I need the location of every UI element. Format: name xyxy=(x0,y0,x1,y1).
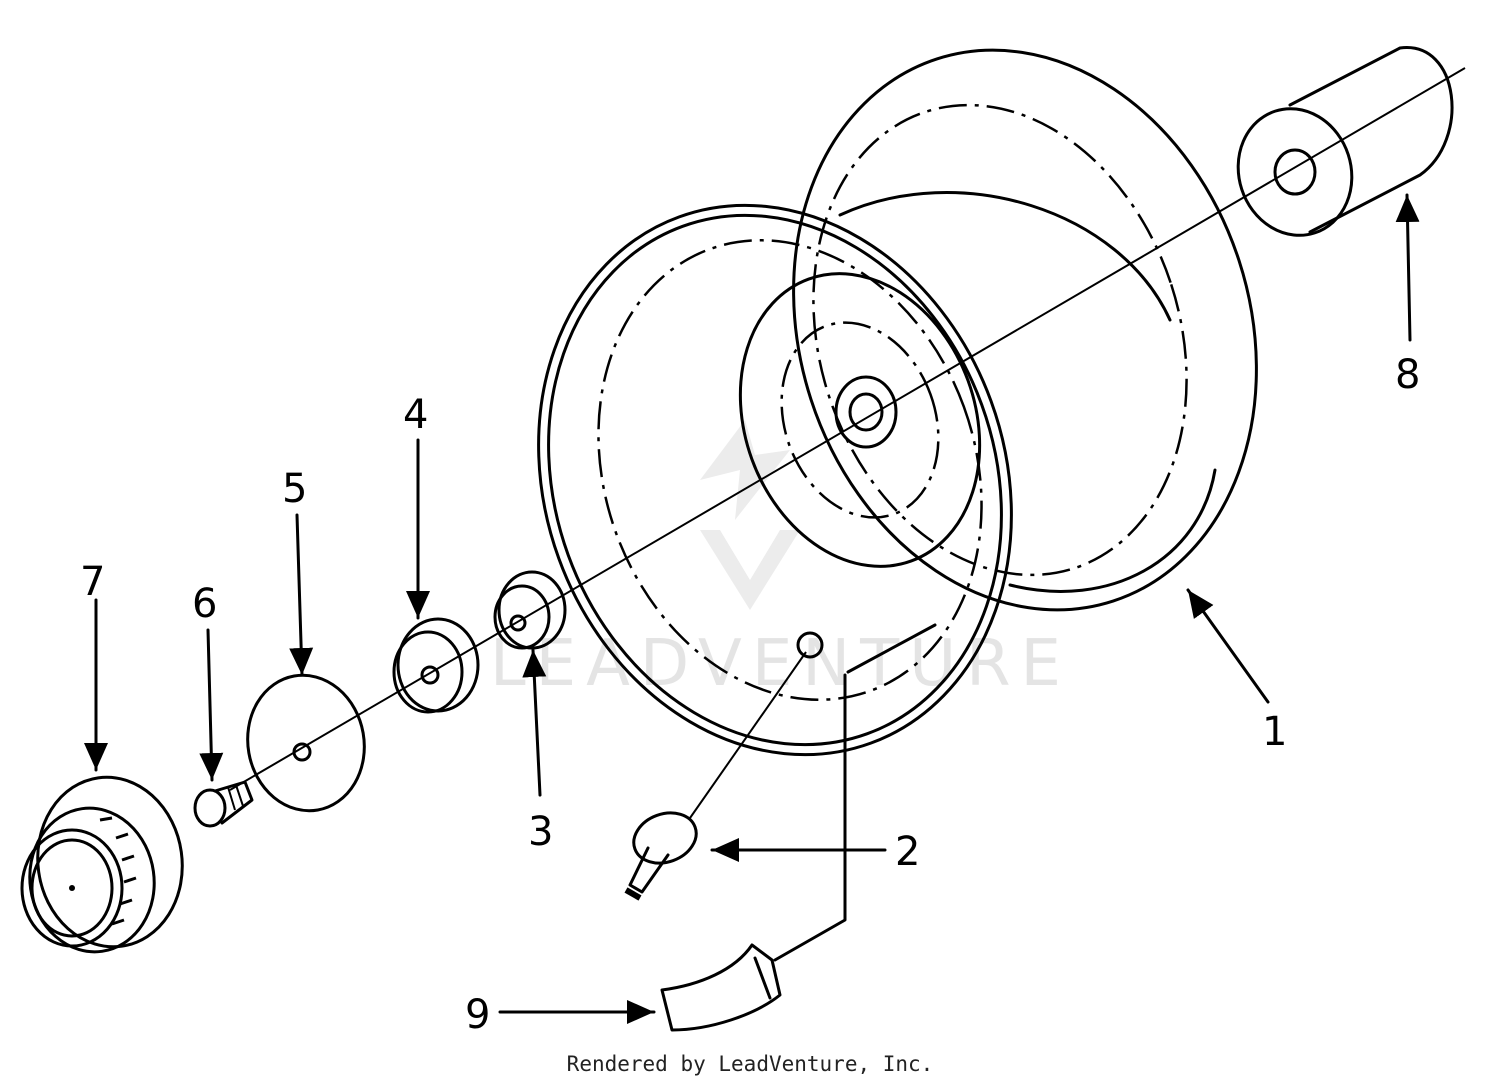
rim-barrel-top xyxy=(838,191,1172,322)
hub-bushing xyxy=(1236,46,1454,237)
rim-hub xyxy=(834,375,898,449)
bushing-bore xyxy=(1273,148,1317,196)
rim-hub-bore xyxy=(848,392,884,432)
footer-credit: Rendered by LeadVenture, Inc. xyxy=(566,1052,934,1076)
rim-disc-bolt-circle xyxy=(780,321,940,519)
valve-cap xyxy=(660,623,937,1032)
bearing xyxy=(493,570,567,650)
arrow-8 xyxy=(1395,193,1420,342)
rim-disc xyxy=(738,272,982,568)
rim-front-flange-outer xyxy=(537,203,1013,757)
valve-stem xyxy=(624,651,807,901)
watermark-text: LEADVENTURE xyxy=(490,627,1071,701)
rim-back-bead xyxy=(812,103,1188,577)
callout-9: 9 xyxy=(465,992,490,1038)
watermark-logo: LEADVENTURE xyxy=(490,420,1071,701)
arrow-1 xyxy=(1186,588,1270,704)
rim-back-flange xyxy=(792,48,1258,612)
rim-front-bead xyxy=(597,239,983,701)
callout-7: 7 xyxy=(80,559,105,605)
callout-8: 8 xyxy=(1395,352,1420,398)
callout-arrows xyxy=(84,193,1420,1024)
bushing-face xyxy=(1236,107,1354,237)
callout-4: 4 xyxy=(403,392,428,438)
arrow-6 xyxy=(199,628,224,782)
callout-1: 1 xyxy=(1262,709,1287,755)
callout-5: 5 xyxy=(282,466,307,512)
arrow-5 xyxy=(289,513,314,677)
arrow-3 xyxy=(522,648,547,797)
wheel-rim xyxy=(537,48,1258,757)
hex-bolt xyxy=(193,780,254,828)
valve-stem-hole xyxy=(796,631,824,659)
hub-cap xyxy=(20,775,184,954)
rim-front-flange-inner xyxy=(547,213,1003,747)
callout-2: 2 xyxy=(895,829,920,875)
callout-6: 6 xyxy=(192,581,217,627)
rim-barrel-bottom xyxy=(1008,468,1217,593)
callout-labels: 1 2 3 4 5 6 7 8 9 xyxy=(80,352,1420,1038)
washer-plate xyxy=(246,673,366,813)
callout-3: 3 xyxy=(528,809,553,855)
spacer xyxy=(392,617,480,714)
